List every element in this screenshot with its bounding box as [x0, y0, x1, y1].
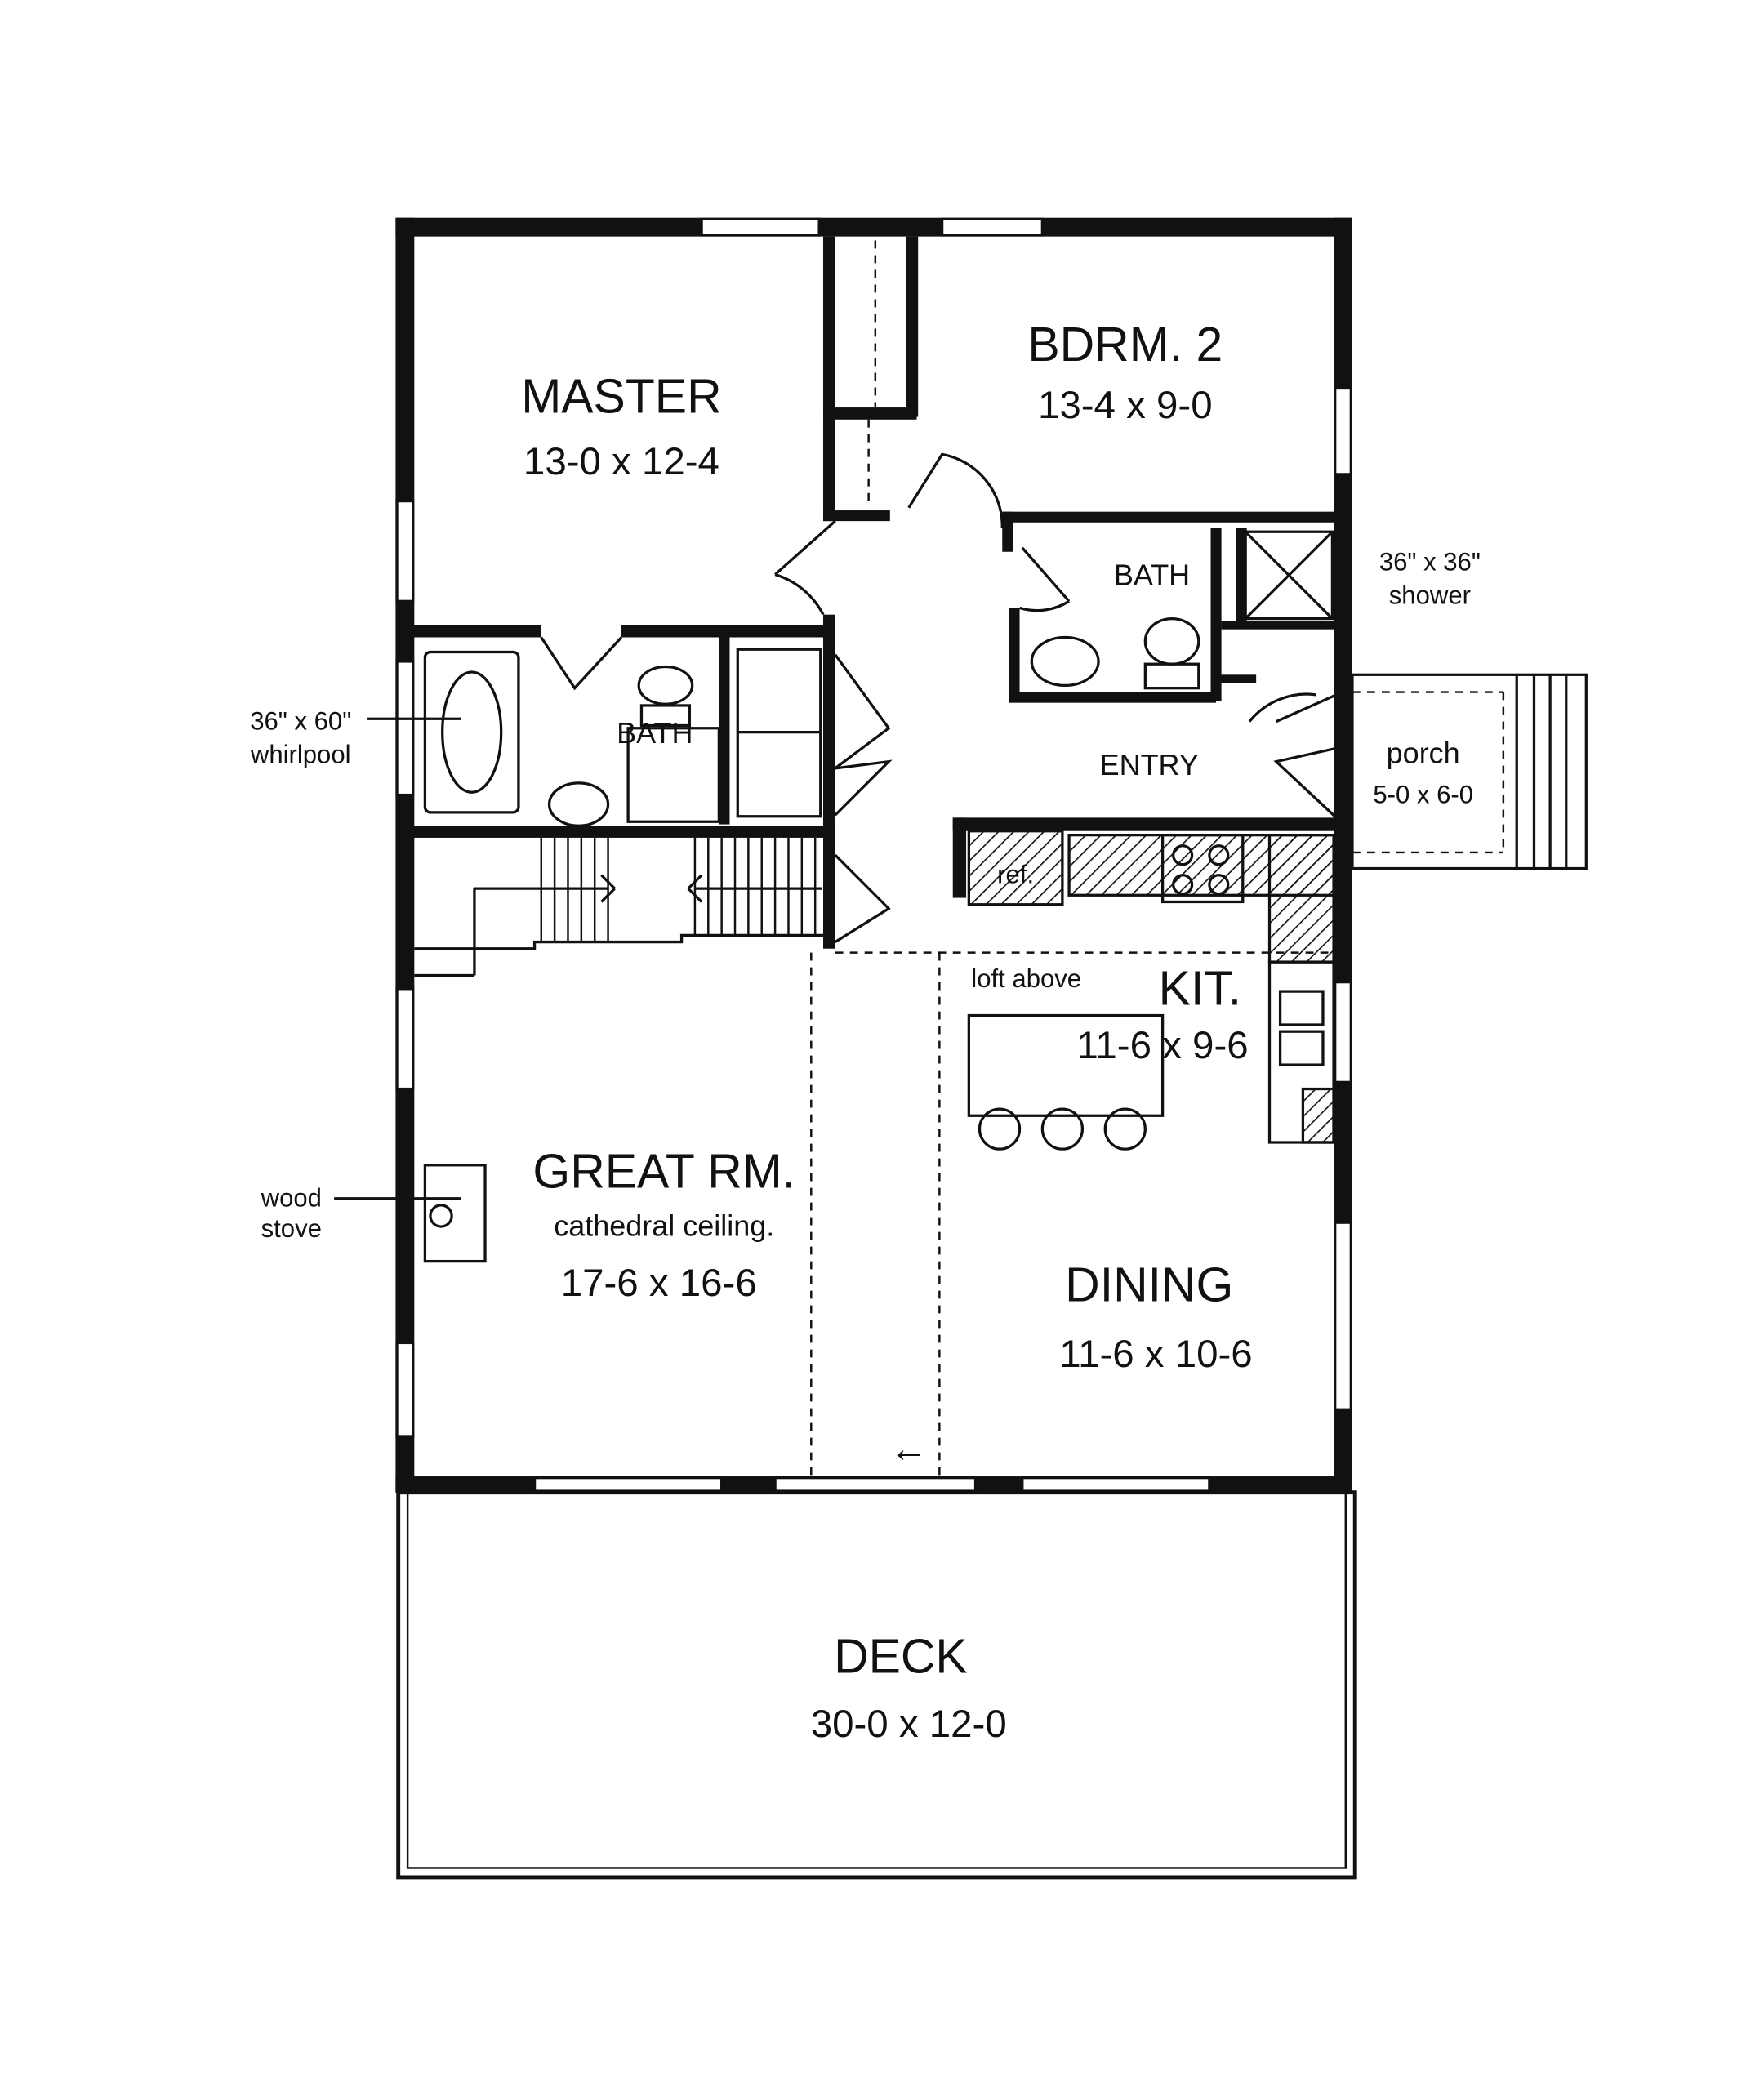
wood-label: wood: [261, 1184, 322, 1213]
dining-label: DINING: [1065, 1259, 1233, 1312]
deck-size: 30-0 x 12-0: [811, 1703, 1007, 1746]
porch-size: 5-0 x 6-0: [1373, 780, 1473, 808]
slider-arrow: ←: [889, 1427, 928, 1471]
stairs: [414, 837, 829, 977]
porch: [1351, 673, 1588, 870]
great-room-size: 17-6 x 16-6: [561, 1262, 757, 1305]
master-bath-label: BATH: [617, 716, 693, 750]
shower-size: 36" x 36": [1379, 548, 1481, 577]
stove-label: stove: [261, 1214, 322, 1243]
fixtures: [423, 530, 1334, 827]
kitchen-counters: [967, 830, 1338, 1151]
shower-label: shower: [1389, 581, 1471, 610]
windows: [395, 217, 1352, 1493]
great-room-label: GREAT RM.: [532, 1146, 795, 1199]
master-size: 13-0 x 12-4: [523, 440, 719, 483]
bedroom2-size: 13-4 x 9-0: [1038, 384, 1213, 427]
closets: [867, 240, 877, 508]
kitchen-size: 11-6 x 9-6: [1077, 1024, 1249, 1067]
loft-lines: [810, 951, 1334, 1477]
whirlpool-size: 36" x 60": [250, 706, 351, 735]
loft-label: loft above: [971, 964, 1081, 993]
great-room-note: cathedral ceiling.: [554, 1209, 774, 1243]
wood-stove: [334, 1164, 487, 1263]
entry-label: ENTRY: [1100, 748, 1199, 781]
dining-size: 11-6 x 10-6: [1059, 1333, 1252, 1376]
deck-label: DECK: [834, 1631, 968, 1684]
doors: [540, 452, 1338, 943]
whirlpool-label: whirlpool: [250, 740, 351, 768]
interior-walls: [408, 236, 1337, 949]
deck: [396, 1490, 1357, 1880]
kitchen-label: KIT.: [1159, 962, 1241, 1015]
bedroom2-label: BDRM. 2: [1027, 318, 1223, 372]
porch-label: porch: [1387, 736, 1460, 769]
upper-bath-label: BATH: [1114, 559, 1190, 592]
ref-label: ref.: [997, 861, 1034, 889]
master-label: MASTER: [521, 371, 721, 424]
